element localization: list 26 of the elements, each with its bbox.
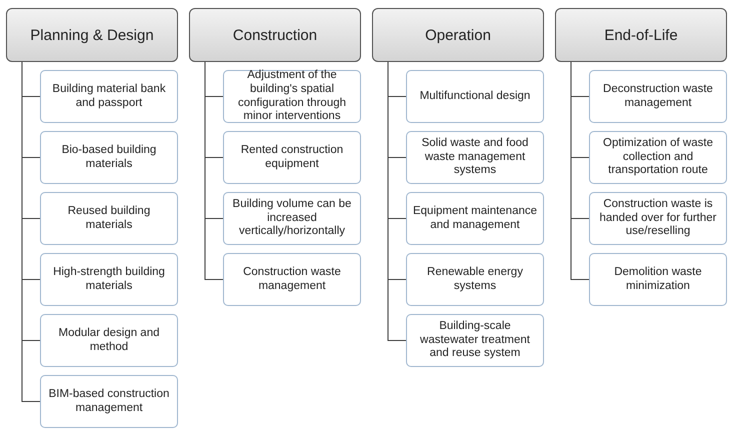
connector-line	[204, 62, 224, 280]
connector-line	[388, 62, 406, 341]
strategy-box: Demolition waste minimization	[589, 253, 727, 306]
strategy-box: Rented construction equipment	[223, 131, 361, 184]
phase-header-box: End-of-Life	[555, 8, 727, 62]
strategy-box: BIM-based construction management	[40, 375, 178, 428]
strategy-box: Renewable energy systems	[406, 253, 544, 306]
phase-header-box: Planning & Design	[6, 8, 178, 62]
strategy-box: High-strength building materials	[40, 253, 178, 306]
strategy-box: Deconstruction waste management	[589, 70, 727, 123]
phase-header-box: Operation	[372, 8, 544, 62]
strategy-box: Bio-based building materials	[40, 131, 178, 184]
strategy-box: Modular design and method	[40, 314, 178, 367]
strategy-box: Building-scale wastewater treatment and reuse system	[406, 314, 544, 367]
strategy-box: Equipment maintenance and management	[406, 192, 544, 245]
phase-header-box: Construction	[189, 8, 361, 62]
connector-line	[570, 62, 590, 280]
strategy-box: Building material bank and passport	[40, 70, 178, 123]
strategy-box: Optimization of waste collection and transportation route	[589, 131, 727, 184]
strategy-box: Construction waste management	[223, 253, 361, 306]
strategy-box: Adjustment of the building's spatial configuration through minor interventions	[223, 70, 361, 123]
strategy-box: Building volume can be increased vertically/horizontally	[223, 192, 361, 245]
strategy-box: Reused building materials	[40, 192, 178, 245]
strategy-box: Construction waste is handed over for further use/reselling	[589, 192, 727, 245]
strategy-box: Solid waste and food waste management systems	[406, 131, 544, 184]
strategy-box: Multifunctional design	[406, 70, 544, 123]
